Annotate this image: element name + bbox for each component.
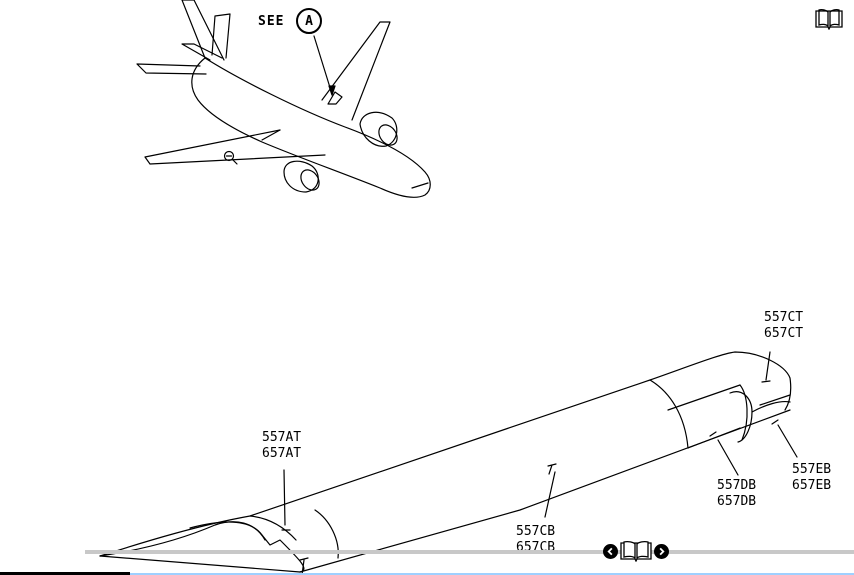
bottom-scroll-track[interactable] — [130, 573, 854, 575]
zoom-out-icon[interactable] — [223, 150, 238, 165]
label-557db: 557DB 657DB — [717, 478, 757, 509]
book-icon[interactable] — [814, 8, 844, 31]
wing-detail — [99, 351, 798, 575]
chevron-left-icon[interactable] — [603, 543, 618, 559]
book-icon[interactable] — [619, 540, 653, 563]
airplane-overview — [136, 0, 431, 198]
detail-reference-circle[interactable]: A — [296, 8, 322, 34]
chevron-right-icon[interactable] — [654, 543, 669, 559]
navigation-bar — [85, 550, 854, 554]
label-557at: 557AT 657AT — [262, 430, 302, 461]
label-557ct: 557CT 657CT — [764, 310, 804, 341]
bottom-divider — [0, 572, 130, 575]
navigation-controls — [603, 540, 671, 563]
see-label: SEE — [258, 14, 285, 29]
detail-letter: A — [305, 13, 313, 29]
label-557eb: 557EB 657EB — [792, 462, 832, 493]
